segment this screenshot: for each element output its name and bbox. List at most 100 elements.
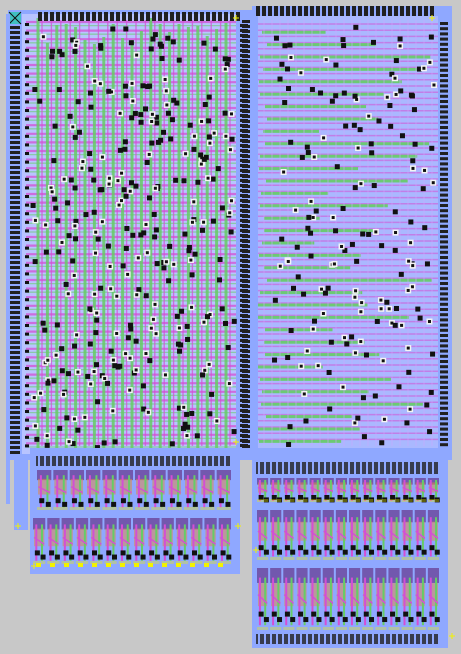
via-contact — [225, 345, 231, 351]
cell-rail — [102, 507, 117, 510]
cell-top — [401, 478, 413, 485]
via-contact — [72, 185, 78, 191]
via-contact — [99, 187, 105, 193]
cell-diffusion — [258, 521, 268, 541]
left-logic-array — [6, 10, 252, 530]
right-pad — [440, 27, 448, 31]
via-contact — [403, 545, 409, 551]
cell-diffusion — [205, 528, 216, 547]
cell-rail — [147, 561, 160, 564]
bottom-pin — [218, 563, 223, 567]
via-contact — [337, 611, 343, 617]
via-contact — [350, 495, 356, 500]
left-pad — [242, 260, 250, 263]
via-contact — [30, 202, 36, 208]
cell-poly-diag — [297, 486, 307, 493]
via-contact — [303, 497, 309, 503]
cell-top — [335, 510, 347, 523]
via-contact — [70, 441, 76, 447]
cell-diffusion — [62, 528, 73, 547]
cell-rail — [283, 557, 295, 560]
io-pad — [10, 316, 20, 319]
bottom-pin — [106, 563, 111, 567]
io-pad — [10, 196, 20, 199]
via-ring-core — [305, 349, 309, 353]
via-ring-core — [49, 186, 53, 190]
via-contact — [272, 297, 278, 303]
top-pad — [212, 12, 216, 21]
via-ring-core — [115, 294, 119, 298]
via-contact — [34, 436, 40, 442]
via-ring-core — [111, 358, 115, 362]
bottom-pin — [78, 563, 83, 567]
via-contact — [71, 498, 77, 504]
via-contact — [368, 141, 374, 147]
via-contact — [112, 363, 118, 369]
via-contact — [287, 424, 293, 430]
via-contact — [404, 420, 410, 426]
via-ring-core — [60, 240, 64, 244]
io-pad — [10, 276, 20, 279]
via-contact — [198, 152, 204, 158]
pad-gap — [312, 634, 314, 644]
tick-via — [25, 324, 29, 327]
right-pad — [440, 89, 448, 93]
via-contact — [342, 247, 348, 253]
pad-gap — [426, 462, 428, 474]
tick-via — [25, 109, 29, 112]
via-ring-core — [390, 321, 394, 325]
left-pad — [242, 250, 250, 253]
via-contact — [56, 87, 62, 93]
io-pad — [10, 411, 20, 414]
cell-top — [296, 510, 308, 523]
top-pad — [170, 12, 174, 21]
via-contact — [72, 48, 78, 54]
right-pad — [440, 235, 448, 239]
via-contact — [349, 241, 355, 247]
via-contact — [101, 440, 107, 446]
via-contact — [349, 334, 355, 340]
cell-poly-diag — [402, 594, 413, 604]
via-contact — [120, 550, 126, 556]
via-ring-core — [289, 55, 293, 59]
cell-rail — [118, 507, 133, 510]
right-pad — [440, 334, 448, 337]
cell-diffusion — [105, 528, 116, 547]
via-contact — [352, 93, 358, 99]
left-pad — [242, 85, 250, 88]
via-contact — [98, 285, 104, 291]
tick-via — [25, 298, 29, 302]
right-pad — [440, 136, 448, 140]
via-ring-core — [409, 241, 413, 245]
via-ring-core — [185, 434, 189, 438]
via-contact — [215, 166, 221, 172]
via-contact — [408, 549, 414, 555]
pad-gap — [194, 456, 196, 466]
via-contact — [382, 497, 388, 503]
via-contact — [88, 104, 94, 110]
via-ring-core — [316, 364, 320, 368]
via-ring-core — [341, 385, 345, 389]
via-ring-core — [432, 83, 436, 87]
cell-poly-diag — [415, 594, 426, 604]
via-ring-core — [407, 259, 411, 263]
via-contact — [288, 139, 294, 145]
cell-rail — [388, 557, 400, 560]
via-ring-core — [228, 148, 232, 152]
pad-gap — [146, 456, 148, 466]
via-contact — [327, 406, 333, 412]
via-contact — [75, 99, 81, 105]
via-contact — [384, 299, 390, 305]
cell-rail — [204, 561, 217, 564]
cell-rail — [270, 627, 282, 630]
cell-diffusion — [119, 528, 130, 547]
via-ring-core — [299, 71, 303, 75]
via-ring-core — [398, 44, 402, 48]
via-contact — [42, 327, 48, 333]
via-contact — [352, 185, 358, 191]
pad-gap — [360, 462, 362, 474]
via-contact — [93, 330, 99, 336]
left-pad — [242, 175, 250, 178]
tick-via — [25, 23, 29, 26]
via-contact — [324, 495, 330, 500]
